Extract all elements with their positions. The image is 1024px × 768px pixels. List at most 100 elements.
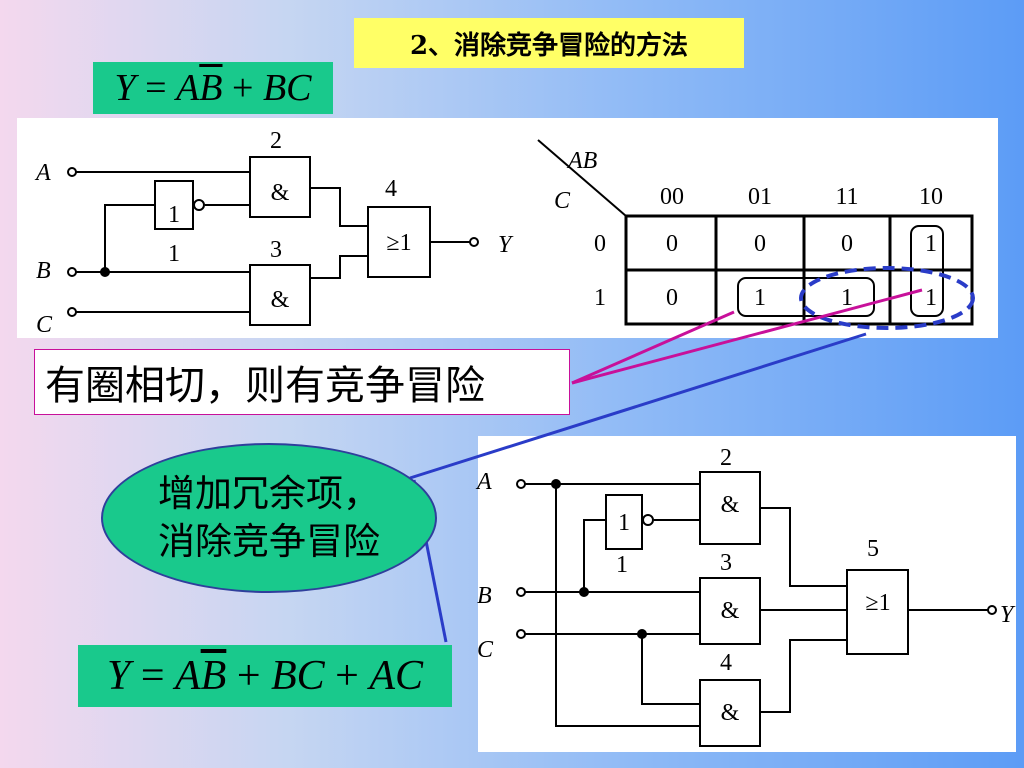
c1-label-y: Y [498, 232, 514, 258]
eq2-a: A [175, 653, 201, 699]
kmap-row-header: 0 [594, 231, 606, 257]
callout-line2: 消除竞争冒险 [158, 520, 380, 563]
eq1-a: A [176, 67, 200, 109]
c1-gate2-number: 2 [270, 128, 282, 154]
c2-label-a: A [475, 469, 492, 495]
c2-gate4-number: 4 [720, 650, 732, 676]
magenta-pointer-to-loop-ab-bar [571, 288, 923, 385]
kmap-labels: AB C 00 01 11 10 0 1 0 0 0 1 0 1 1 1 [554, 148, 943, 311]
kmap-diagonal [537, 139, 627, 217]
c2-not-symbol: 1 [618, 510, 630, 536]
kmap-cell: 0 [666, 231, 678, 257]
c2-label-c: C [477, 637, 494, 663]
eq1-bc: BC [262, 67, 312, 109]
kmap-cell: 1 [841, 285, 853, 311]
circuit1 [67, 156, 479, 326]
eq2-y: Y [106, 653, 131, 699]
c2-not-bubble [642, 514, 654, 526]
c2-label-y: Y [1000, 602, 1016, 628]
eq2-equals: = [140, 653, 165, 699]
redundant-term-callout: 增加冗余项， 消除竞争冒险 [101, 443, 437, 593]
c2-gate3-number: 3 [720, 550, 732, 576]
c1-input-c-terminal [67, 307, 77, 317]
c2-input-b-terminal [516, 587, 526, 597]
c2-junction-b [579, 587, 589, 597]
eq2-b-bar: B [200, 653, 227, 699]
eq2-plus1: + [236, 653, 261, 699]
kmap-col-header: 00 [660, 184, 684, 210]
c2-and-gate-4 [699, 679, 761, 747]
eq1-y: Y [114, 67, 136, 109]
kmap-row-header: 1 [594, 285, 606, 311]
c2-and4-symbol: & [721, 700, 740, 726]
kmap-redundant-loop-ac [799, 266, 975, 330]
c2-junction-c [637, 629, 647, 639]
circuit1-labels: A B C Y 1 & & ≥1 1 2 3 4 [34, 128, 514, 338]
hazard-note: 有圈相切，则有竞争冒险 [34, 349, 570, 415]
kmap-col-header: 10 [919, 184, 943, 210]
c2-label-b: B [477, 583, 492, 609]
eq1-b-bar: B [199, 67, 223, 109]
callout-line1: 增加冗余项， [158, 472, 380, 515]
kmap-grid-lines [626, 216, 972, 324]
c2-or5-symbol: ≥1 [865, 590, 890, 616]
kmap-cell: 0 [754, 231, 766, 257]
c2-not-gate [605, 494, 643, 550]
c2-and3-symbol: & [721, 598, 740, 624]
slide-title: 2、消除竞争冒险的方法 [354, 18, 744, 68]
c1-junction-b [100, 267, 110, 277]
kmap-col-header: 11 [835, 184, 858, 210]
c1-input-b-terminal [67, 267, 77, 277]
c2-wires [525, 483, 988, 727]
kmap [537, 139, 975, 330]
kmap-cell: 0 [841, 231, 853, 257]
c1-gate4-number: 4 [385, 176, 397, 202]
c2-gate5-number: 5 [867, 536, 879, 562]
kmap-cell: 1 [754, 285, 766, 311]
c2-output-terminal [987, 605, 997, 615]
c1-gate3-number: 3 [270, 237, 282, 263]
circuit2 [516, 471, 997, 747]
eq1-plus: + [232, 67, 254, 109]
c2-input-c-terminal [516, 629, 526, 639]
c1-not-symbol: 1 [168, 202, 180, 228]
circuit2-labels: A B C Y 1 & & & ≥1 1 2 3 4 5 [475, 445, 1016, 726]
c1-or4-symbol: ≥1 [386, 230, 411, 256]
c1-or-gate-4 [367, 206, 431, 278]
c2-gate1-number: 1 [616, 552, 628, 578]
blue-pointer-to-redundant-loop [409, 332, 867, 480]
c1-label-c: C [36, 312, 53, 338]
c1-not-bubble [193, 199, 205, 211]
c1-and-gate-2 [249, 156, 311, 218]
c1-label-a: A [34, 160, 51, 186]
c2-or-gate-5 [846, 569, 909, 655]
eq2-ac: AC [369, 653, 424, 699]
eq2-bc: BC [271, 653, 325, 699]
kmap-col-var: AB [566, 148, 598, 174]
c1-and2-symbol: & [271, 180, 290, 206]
c1-not-gate [154, 180, 194, 230]
c1-output-terminal [469, 237, 479, 247]
kmap-cell: 1 [925, 285, 937, 311]
kmap-cell: 1 [925, 231, 937, 257]
c2-and2-symbol: & [721, 492, 740, 518]
magenta-pointer-to-loop-bc [571, 310, 735, 385]
c1-gate1-number: 1 [168, 241, 180, 267]
c2-and-gate-2 [699, 471, 761, 545]
eq1-equals: = [145, 67, 167, 109]
c1-label-b: B [36, 258, 51, 284]
c1-and-gate-3 [249, 264, 311, 326]
eq2-plus2: + [335, 653, 359, 699]
c2-gate2-number: 2 [720, 445, 732, 471]
c2-junction-a [551, 479, 561, 489]
kmap-loop-bc [737, 277, 875, 317]
kmap-cell: 0 [666, 285, 678, 311]
c2-input-a-terminal [516, 479, 526, 489]
c2-and-gate-3 [699, 577, 761, 645]
c1-and3-symbol: & [271, 287, 290, 313]
kmap-row-var: C [554, 188, 571, 214]
kmap-col-header: 01 [748, 184, 772, 210]
